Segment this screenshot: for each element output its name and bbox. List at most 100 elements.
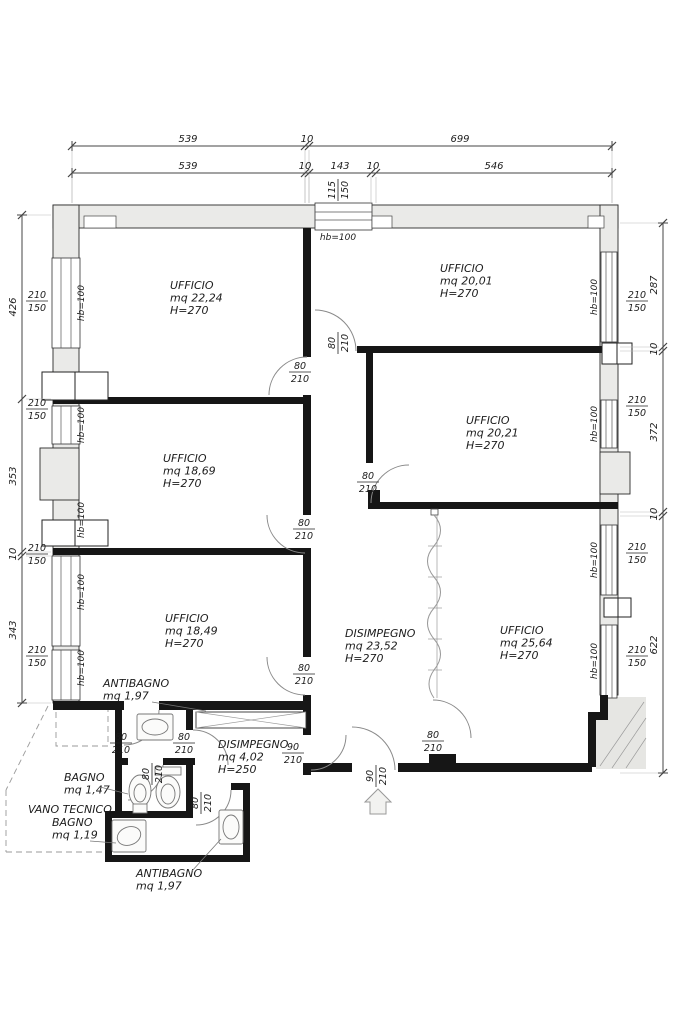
labels: 2101502101502101502101502101502101502101… bbox=[26, 179, 648, 893]
room-label-line: mq 1,19 bbox=[52, 829, 98, 842]
room-label-line: DISIMPEGNO bbox=[345, 627, 416, 640]
right-pier bbox=[599, 451, 631, 495]
door-size-label-denominator: 210 bbox=[154, 765, 165, 783]
leader-line bbox=[99, 786, 129, 795]
fixtures bbox=[111, 713, 244, 853]
door-size-label-denominator: 210 bbox=[340, 334, 351, 352]
room-label-line: DISIMPEGNO bbox=[218, 738, 289, 751]
shaft bbox=[195, 711, 307, 729]
site-boundary bbox=[5, 705, 105, 853]
leader-line bbox=[191, 838, 222, 872]
window-size-label-numerator: 210 bbox=[28, 290, 46, 301]
room-label-line: UFFICIO bbox=[500, 624, 544, 637]
room-label: VANO TECNICO bbox=[28, 803, 112, 816]
sill-height-label: hb=100 bbox=[590, 643, 600, 679]
tick-mark bbox=[366, 168, 376, 178]
window-size-label-denominator: 150 bbox=[28, 658, 46, 669]
room-label-line: BAGNO bbox=[64, 771, 105, 784]
sill-height-label: hb=100 bbox=[77, 407, 87, 443]
window-size-label-numerator: 210 bbox=[628, 395, 646, 406]
room-label-line: ANTIBAGNO bbox=[135, 867, 203, 880]
tick-mark bbox=[304, 141, 314, 151]
room-label-line: UFFICIO bbox=[165, 612, 209, 625]
door-size-label-numerator: 80 bbox=[298, 663, 310, 674]
door-size-label-numerator: 90 bbox=[365, 770, 376, 782]
tick-mark bbox=[658, 507, 668, 517]
room-label-line: mq 20,01 bbox=[440, 275, 493, 288]
tick-mark bbox=[300, 141, 310, 151]
sill-height-label: hb=100 bbox=[590, 542, 600, 578]
dim-label: 426 bbox=[8, 297, 19, 316]
leader-line bbox=[89, 840, 117, 844]
wall-notch bbox=[371, 215, 393, 229]
door-size-label-numerator: 80 bbox=[178, 732, 190, 743]
door-size-label-numerator: 80 bbox=[327, 337, 338, 349]
room-label-line: mq 20,21 bbox=[466, 427, 519, 440]
door-size-label-denominator: 210 bbox=[295, 531, 313, 542]
room-label-line: mq 23,52 bbox=[345, 640, 398, 653]
flue-boxes bbox=[41, 342, 633, 618]
tick-mark bbox=[658, 511, 668, 521]
window-size-label-denominator: 150 bbox=[628, 555, 646, 566]
left-pier bbox=[39, 447, 80, 501]
room-label-line: VANO TECNICO bbox=[28, 803, 112, 816]
window-size-label-denominator: 150 bbox=[28, 411, 46, 422]
sink-bottom-left bbox=[111, 819, 147, 853]
window-size-label-denominator: 150 bbox=[628, 658, 646, 669]
room-label-line: UFFICIO bbox=[440, 262, 484, 275]
window bbox=[600, 524, 618, 596]
stepped-wall bbox=[588, 695, 608, 767]
room-label-line: BAGNO bbox=[52, 816, 93, 829]
tick-mark bbox=[658, 346, 668, 356]
sill-height-label: hb=100 bbox=[590, 406, 600, 442]
window-size-label-denominator: 150 bbox=[28, 303, 46, 314]
window-size-label-numerator: 210 bbox=[28, 645, 46, 656]
bidet bbox=[128, 774, 152, 814]
dim-label: 372 bbox=[649, 422, 660, 441]
tick-mark bbox=[300, 168, 310, 178]
sill-height-label: hb=100 bbox=[77, 502, 87, 538]
sill-height-label: hb=100 bbox=[590, 279, 600, 315]
tick-mark bbox=[371, 168, 381, 178]
door-size-label-denominator: 210 bbox=[291, 374, 309, 385]
door-size-label-numerator: 80 bbox=[298, 518, 310, 529]
window-size-label-denominator: 150 bbox=[628, 408, 646, 419]
tick-mark bbox=[17, 394, 27, 404]
external-landing bbox=[55, 707, 109, 747]
door-size-label-numerator: 80 bbox=[190, 797, 201, 809]
dim-label: 539 bbox=[178, 134, 197, 145]
neighbor-area bbox=[596, 697, 647, 769]
door-size-label-numerator: 80 bbox=[362, 471, 374, 482]
room-label-line: mq 1,97 bbox=[103, 690, 149, 703]
window bbox=[600, 251, 618, 343]
door-size-label-denominator: 210 bbox=[175, 745, 193, 756]
wall-notch bbox=[83, 215, 117, 229]
window-top bbox=[314, 202, 373, 231]
room-label-line: H=270 bbox=[163, 477, 201, 490]
room-label-line: mq 18,69 bbox=[163, 465, 216, 478]
dim-label: 287 bbox=[649, 275, 660, 295]
sill-height-label: hb=100 bbox=[77, 650, 87, 686]
door-size-label-denominator: 210 bbox=[295, 676, 313, 687]
folding-partition bbox=[427, 508, 442, 699]
wall-notch bbox=[587, 215, 605, 229]
door-size-label-numerator: 80 bbox=[115, 732, 127, 743]
interior-walls bbox=[53, 228, 618, 862]
tick-mark bbox=[17, 551, 27, 561]
